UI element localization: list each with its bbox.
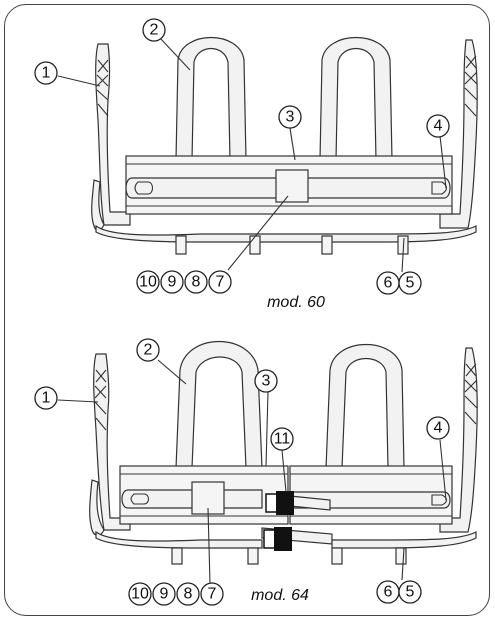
svg-text:3: 3 — [262, 373, 271, 390]
callout-64-4: 4 — [426, 416, 450, 440]
tie-2 — [249, 235, 261, 255]
left-shoulder-loop — [175, 37, 247, 161]
buckle-lower — [263, 527, 292, 551]
svg-text:4: 4 — [434, 118, 443, 135]
callout-64-2: 2 — [136, 338, 160, 362]
model-label-60: mod. 60 — [267, 294, 325, 311]
svg-text:4: 4 — [434, 420, 443, 437]
svg-text:11: 11 — [274, 431, 291, 448]
callout-3: 3 — [278, 105, 302, 129]
tie-1 — [175, 235, 187, 255]
callout-64-3: 3 — [254, 369, 278, 393]
tie-64-4 — [395, 547, 407, 565]
svg-text:8: 8 — [192, 274, 201, 291]
callout-2: 2 — [142, 18, 166, 42]
buckle-upper — [265, 491, 294, 515]
label-patch — [275, 169, 309, 203]
right-leg-strap — [439, 39, 478, 229]
right-shoulder-loop-64 — [325, 343, 405, 469]
svg-text:9: 9 — [160, 586, 169, 603]
svg-text:3: 3 — [286, 109, 295, 126]
callout-64-7: 7 — [200, 582, 224, 606]
tie-64-2 — [247, 547, 259, 565]
svg-text:2: 2 — [150, 22, 159, 39]
tie-64-3 — [331, 547, 343, 565]
svg-text:6: 6 — [384, 584, 393, 601]
bottom-strap-64-right — [331, 531, 477, 549]
svg-text:10: 10 — [139, 274, 157, 291]
callout-64-6: 6 — [376, 580, 400, 604]
svg-text:8: 8 — [184, 586, 193, 603]
sling-mod60: 1 2 3 4 10 9 8 7 6 5 mod. 60 — [34, 18, 478, 311]
bottom-strap — [95, 224, 477, 243]
model-label-64: mod. 64 — [251, 587, 309, 604]
svg-text:5: 5 — [406, 275, 415, 292]
svg-text:1: 1 — [42, 65, 51, 82]
svg-text:5: 5 — [406, 584, 415, 601]
callout-10: 10 — [136, 270, 160, 294]
svg-text:6: 6 — [384, 275, 393, 292]
right-leg-strap-64 — [439, 347, 478, 533]
figure-frame — [4, 4, 490, 616]
callout-64-8: 8 — [176, 582, 200, 606]
svg-text:9: 9 — [168, 274, 177, 291]
callout-64-5: 5 — [398, 580, 422, 604]
callout-4: 4 — [426, 114, 450, 138]
tie-3 — [321, 235, 333, 255]
callout-9: 9 — [160, 270, 184, 294]
left-shoulder-loop-64 — [175, 340, 263, 469]
sling-mod64: 1 2 3 11 4 10 9 8 7 6 5 mod. 64 — [34, 338, 478, 606]
callout-64-9: 9 — [152, 582, 176, 606]
svg-text:2: 2 — [144, 342, 153, 359]
right-shoulder-loop — [319, 37, 393, 161]
callout-64-10: 10 — [128, 582, 152, 606]
callout-64-1: 1 — [34, 386, 58, 410]
bottom-strap-64 — [95, 530, 263, 549]
callout-64-11: 11 — [270, 427, 294, 451]
svg-text:7: 7 — [208, 586, 217, 603]
callout-7: 7 — [208, 270, 232, 294]
callout-5: 5 — [398, 271, 422, 295]
svg-text:7: 7 — [216, 274, 225, 291]
callout-6: 6 — [376, 271, 400, 295]
callout-1: 1 — [34, 61, 58, 85]
tie-64-1 — [171, 547, 183, 565]
svg-text:10: 10 — [131, 586, 149, 603]
svg-text:1: 1 — [42, 390, 51, 407]
left-leg-strap — [95, 43, 131, 226]
callout-8: 8 — [184, 270, 208, 294]
